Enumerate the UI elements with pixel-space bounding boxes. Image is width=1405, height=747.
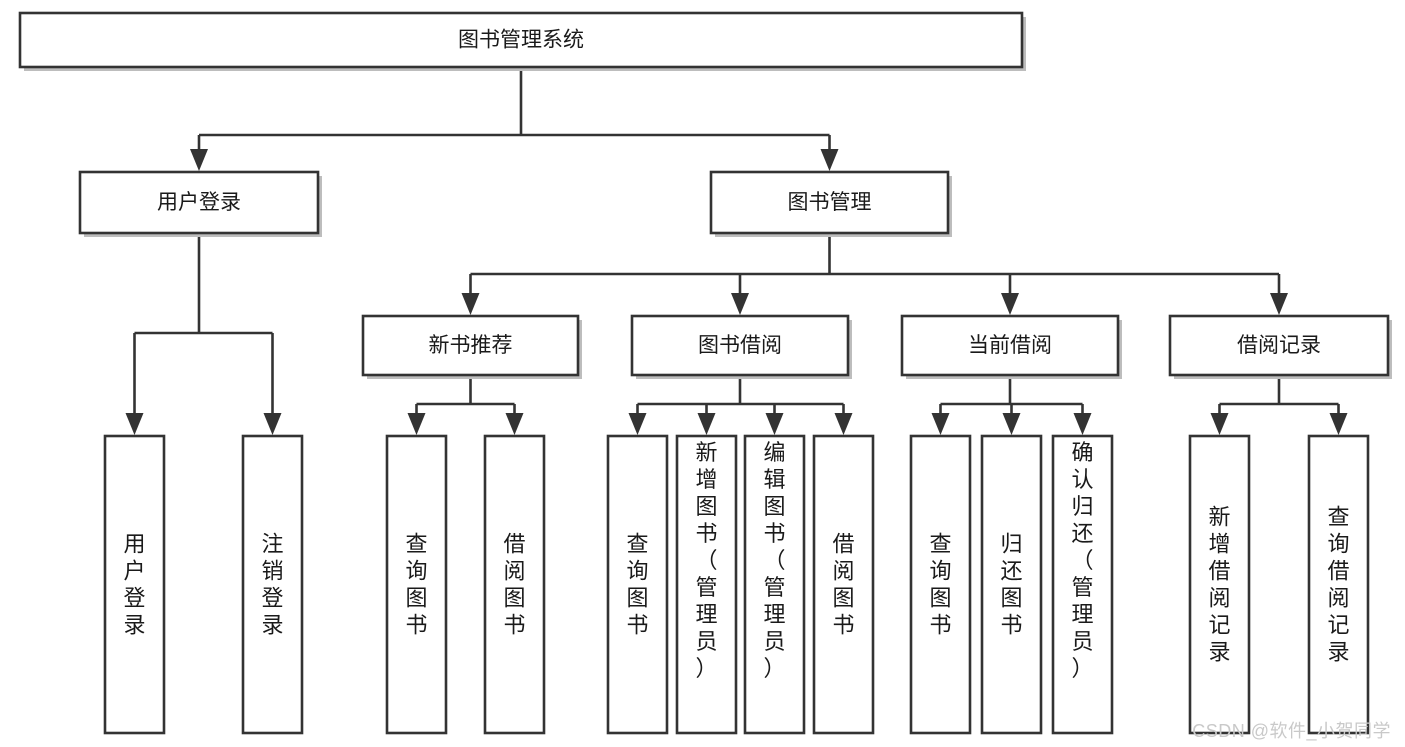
arrow-head-icon <box>1073 413 1092 435</box>
node-leaf-confirm-return[interactable]: 确认归还（管理员） <box>1051 434 1114 735</box>
node-box[interactable] <box>1307 434 1370 735</box>
arrow-head-icon <box>1001 293 1019 315</box>
node-box[interactable] <box>241 434 304 735</box>
node-box[interactable] <box>385 434 448 735</box>
node-label: 新增图书（管理员） <box>695 440 717 681</box>
node-box[interactable] <box>980 434 1043 735</box>
node-leaf-add-record[interactable]: 新增借阅记录 <box>1188 434 1251 735</box>
node-leaf-user-login[interactable]: 用户登录 <box>103 434 166 735</box>
arrow-head-icon <box>697 413 716 435</box>
node-label: 查询图书 <box>929 532 951 638</box>
node-label: 查询图书 <box>626 532 648 638</box>
arrow-head-icon <box>190 149 208 171</box>
arrow-head-icon <box>505 413 524 435</box>
node-box[interactable] <box>909 434 972 735</box>
node-book-borrow[interactable]: 图书借阅 <box>630 314 852 379</box>
arrow-head-icon <box>931 413 950 435</box>
node-label: 借阅图书 <box>832 532 854 638</box>
node-user-login[interactable]: 用户登录 <box>78 170 322 237</box>
node-leaf-query-record[interactable]: 查询借阅记录 <box>1307 434 1370 735</box>
arrow-head-icon <box>628 413 647 435</box>
node-label: 编辑图书（管理员） <box>763 440 785 681</box>
arrow-head-icon <box>834 413 853 435</box>
node-label: 新增借阅记录 <box>1208 505 1230 665</box>
node-leaf-return-book[interactable]: 归还图书 <box>980 434 1043 735</box>
arrow-head-icon <box>1210 413 1229 435</box>
node-label: 查询图书 <box>405 532 427 638</box>
node-leaf-query-book-2[interactable]: 查询图书 <box>606 434 669 735</box>
arrow-head-icon <box>731 293 749 315</box>
node-label: 图书借阅 <box>698 334 782 357</box>
node-box[interactable] <box>743 434 806 735</box>
node-leaf-borrow-book-2[interactable]: 借阅图书 <box>812 434 875 735</box>
node-box[interactable] <box>1188 434 1251 735</box>
node-box[interactable] <box>103 434 166 735</box>
node-box[interactable] <box>1051 434 1114 735</box>
arrow-head-icon <box>1002 413 1021 435</box>
watermark-label: CSDN @软件_小贺同学 <box>1192 721 1391 741</box>
node-label: 用户登录 <box>157 191 241 214</box>
node-leaf-query-book-3[interactable]: 查询图书 <box>909 434 972 735</box>
node-leaf-edit-book[interactable]: 编辑图书（管理员） <box>743 434 806 735</box>
node-leaf-add-book[interactable]: 新增图书（管理员） <box>675 434 738 735</box>
node-current-borrow[interactable]: 当前借阅 <box>900 314 1122 379</box>
node-box[interactable] <box>1168 314 1390 377</box>
node-label: 新书推荐 <box>429 334 513 357</box>
node-label: 用户登录 <box>123 532 145 638</box>
node-borrow-record[interactable]: 借阅记录 <box>1168 314 1392 379</box>
node-leaf-logout[interactable]: 注销登录 <box>241 434 304 735</box>
node-box[interactable] <box>630 314 850 377</box>
node-book-manage[interactable]: 图书管理 <box>709 170 952 237</box>
node-box[interactable] <box>675 434 738 735</box>
node-box[interactable] <box>812 434 875 735</box>
node-box[interactable] <box>483 434 546 735</box>
arrow-head-icon <box>407 413 426 435</box>
arrow-head-icon <box>125 413 144 435</box>
node-box[interactable] <box>900 314 1120 377</box>
node-label: 确认归还（管理员） <box>1071 440 1093 681</box>
node-label: 查询借阅记录 <box>1327 505 1349 665</box>
node-new-book-recommend[interactable]: 新书推荐 <box>361 314 582 379</box>
node-box[interactable] <box>709 170 950 235</box>
arrow-head-icon <box>765 413 784 435</box>
node-label: 借阅记录 <box>1237 334 1321 357</box>
node-label: 借阅图书 <box>503 532 525 638</box>
arrow-head-icon <box>1329 413 1348 435</box>
arrow-head-icon <box>820 149 839 171</box>
node-box[interactable] <box>18 11 1024 69</box>
node-box[interactable] <box>361 314 580 377</box>
arrow-head-icon <box>461 293 480 315</box>
node-root[interactable]: 图书管理系统 <box>18 11 1026 71</box>
arrow-head-icon <box>1270 293 1288 315</box>
arrow-head-icon <box>263 413 282 435</box>
node-box[interactable] <box>606 434 669 735</box>
node-label: 图书管理 <box>788 191 872 214</box>
node-label: 归还图书 <box>1000 532 1022 638</box>
node-box[interactable] <box>78 170 320 235</box>
node-label: 注销登录 <box>261 532 283 638</box>
node-leaf-query-book-1[interactable]: 查询图书 <box>385 434 448 735</box>
node-label: 图书管理系统 <box>458 29 584 52</box>
node-leaf-borrow-book-1[interactable]: 借阅图书 <box>483 434 546 735</box>
node-label: 当前借阅 <box>968 334 1052 357</box>
connector-layer <box>125 67 1348 435</box>
node-layer: 图书管理系统用户登录图书管理新书推荐图书借阅当前借阅借阅记录用户登录注销登录查询… <box>18 11 1392 735</box>
